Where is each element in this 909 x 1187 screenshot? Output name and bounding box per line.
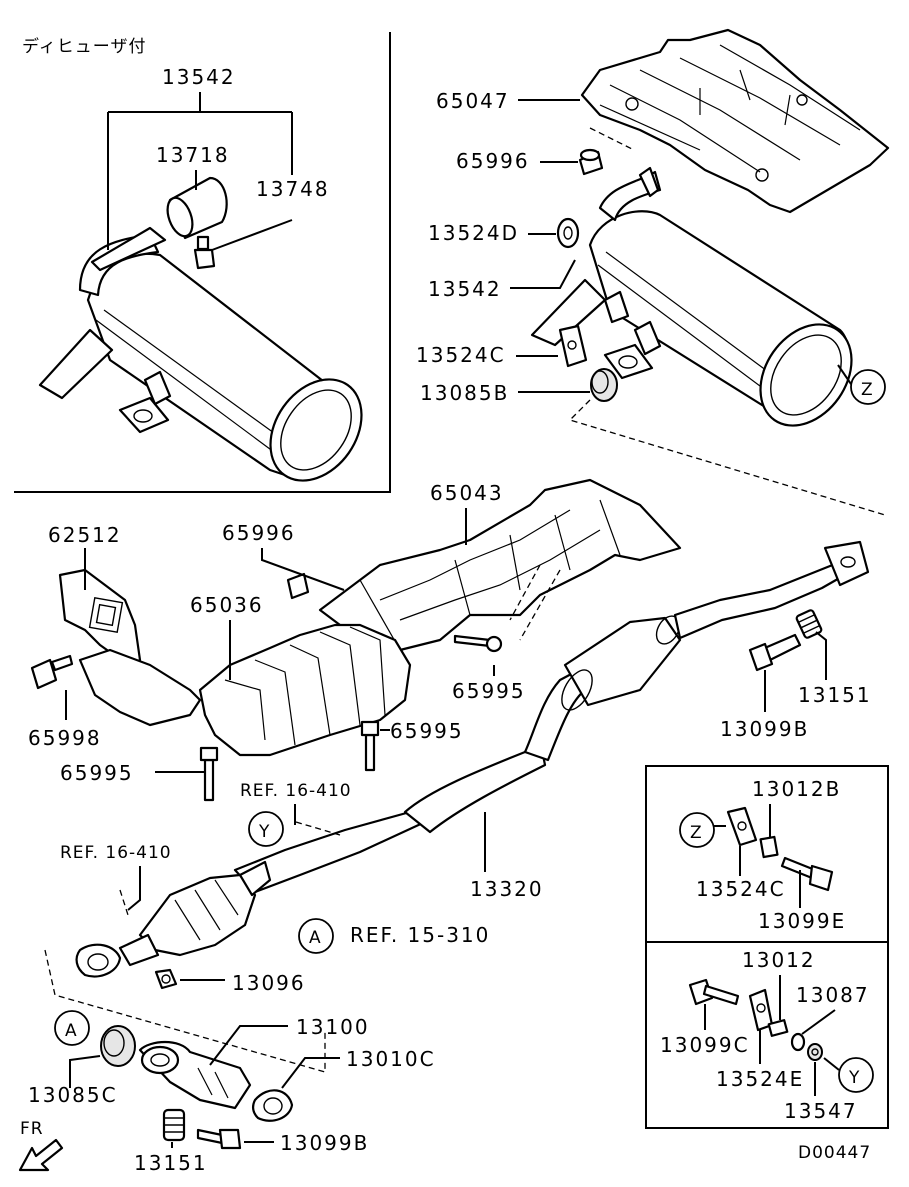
label-13524D: 13524D — [428, 221, 519, 245]
callout-z-box — [679, 812, 715, 848]
hanger-13524C-top — [558, 324, 588, 368]
label-ref-16-410-a: REF. 16-410 — [240, 781, 352, 801]
heat-shield-65047 — [580, 28, 890, 214]
front-direction-arrow: FR — [18, 1119, 64, 1172]
nut-13547 — [807, 1043, 823, 1061]
callout-y-mid — [248, 811, 284, 847]
pin-13012 — [767, 1019, 789, 1037]
callout-z-box-text: Z — [690, 823, 703, 843]
label-65043: 65043 — [430, 481, 504, 505]
label-65047: 65047 — [436, 89, 510, 113]
rear-muffler-13542 — [530, 166, 853, 427]
front-pipe-link — [78, 648, 202, 727]
label-13320: 13320 — [470, 877, 544, 901]
label-13100: 13100 — [296, 1015, 370, 1039]
callout-a-ref — [298, 918, 334, 954]
inset-muffler — [38, 226, 363, 482]
bolt-13748 — [193, 235, 216, 270]
label-65998: 65998 — [28, 726, 102, 750]
bolt-65995-mid — [360, 720, 380, 772]
bolt-65998 — [30, 654, 74, 690]
label-13099C: 13099C — [660, 1033, 750, 1057]
heat-shield-65036 — [198, 623, 412, 757]
bolt-13099C — [688, 978, 740, 1006]
label-65036: 65036 — [190, 593, 264, 617]
inset-panel: ディヒューザ付 13542 13718 — [14, 32, 391, 493]
label-13151-bottom: 13151 — [134, 1151, 208, 1175]
label-13542-inset: 13542 — [162, 65, 236, 89]
hanger-13524D — [556, 217, 580, 249]
callout-a-bottom — [54, 1010, 90, 1046]
label-13547: 13547 — [784, 1099, 858, 1123]
bolt-65995-upper — [453, 634, 503, 653]
spring-13151-right — [795, 609, 823, 639]
label-13099E: 13099E — [758, 909, 846, 933]
label-62512: 62512 — [48, 523, 122, 547]
gasket-13010C — [251, 1089, 294, 1122]
label-13087: 13087 — [796, 983, 870, 1007]
bolt-13099E — [780, 856, 834, 892]
label-13096: 13096 — [232, 971, 306, 995]
inset-note: ディヒューザ付 — [22, 36, 146, 57]
spring-13151-bottom — [162, 1108, 186, 1142]
label-ref-16-410-b: REF. 16-410 — [60, 843, 172, 863]
callout-a-bottom-text: A — [65, 1021, 78, 1041]
label-13748: 13748 — [256, 177, 330, 201]
bolt-13099B-right — [748, 633, 802, 672]
label-13085C: 13085C — [28, 1083, 118, 1107]
label-ref-15-310: REF. 15-310 — [350, 923, 490, 947]
callout-y-box-text: Y — [848, 1068, 860, 1088]
label-65996-mid: 65996 — [222, 521, 296, 545]
label-65995-a: 65995 — [60, 761, 134, 785]
gasket-13085B — [590, 368, 618, 402]
heat-shield-65043 — [318, 478, 682, 652]
bolt-65995-left — [199, 746, 219, 802]
dash-ref-b — [119, 889, 129, 916]
gasket-13085C — [100, 1025, 136, 1067]
grommet-65996-top — [578, 148, 604, 176]
pin-13012B — [759, 835, 779, 859]
callout-z-top-text: Z — [861, 380, 874, 400]
center-pipe-13320 — [233, 540, 870, 894]
label-13010C: 13010C — [346, 1047, 436, 1071]
grommet-65996-mid — [286, 572, 310, 600]
label-13085B: 13085B — [420, 381, 509, 405]
dash-65043 — [509, 564, 561, 641]
label-13524C-top: 13524C — [416, 343, 506, 367]
diagram-code: D00447 — [798, 1143, 871, 1163]
fr-label: FR — [20, 1119, 44, 1139]
washer-13087 — [790, 1032, 806, 1052]
label-65996-top: 65996 — [456, 149, 530, 173]
label-65995-b: 65995 — [390, 719, 464, 743]
label-13524E: 13524E — [716, 1067, 804, 1091]
label-13151-right: 13151 — [798, 683, 872, 707]
label-13524C-box: 13524C — [696, 877, 786, 901]
bracket-62512 — [58, 568, 142, 667]
callout-a-ref-text: A — [309, 928, 322, 948]
front-catalytic-converter — [75, 860, 272, 978]
label-65995-c: 65995 — [452, 679, 526, 703]
dash-65996 — [589, 127, 635, 151]
label-13718: 13718 — [156, 143, 230, 167]
diffuser-tip-13718 — [166, 176, 228, 240]
callout-z-top — [850, 369, 886, 405]
label-13012: 13012 — [742, 948, 816, 972]
bolt-13099B-bottom — [196, 1128, 242, 1150]
label-13012B: 13012B — [752, 777, 841, 801]
dash-front — [44, 949, 326, 1073]
label-13099B-bottom: 13099B — [280, 1131, 369, 1155]
front-pipe-13100 — [138, 1040, 252, 1110]
nut-13096 — [154, 968, 178, 990]
label-13542: 13542 — [428, 277, 502, 301]
label-13099B-right: 13099B — [720, 717, 809, 741]
hanger-13524C-box — [726, 806, 758, 847]
callout-y-mid-text: Y — [258, 822, 270, 842]
callout-y-box — [838, 1057, 874, 1093]
detail-box: Z 13012B 13524C 13099E — [645, 765, 889, 1129]
